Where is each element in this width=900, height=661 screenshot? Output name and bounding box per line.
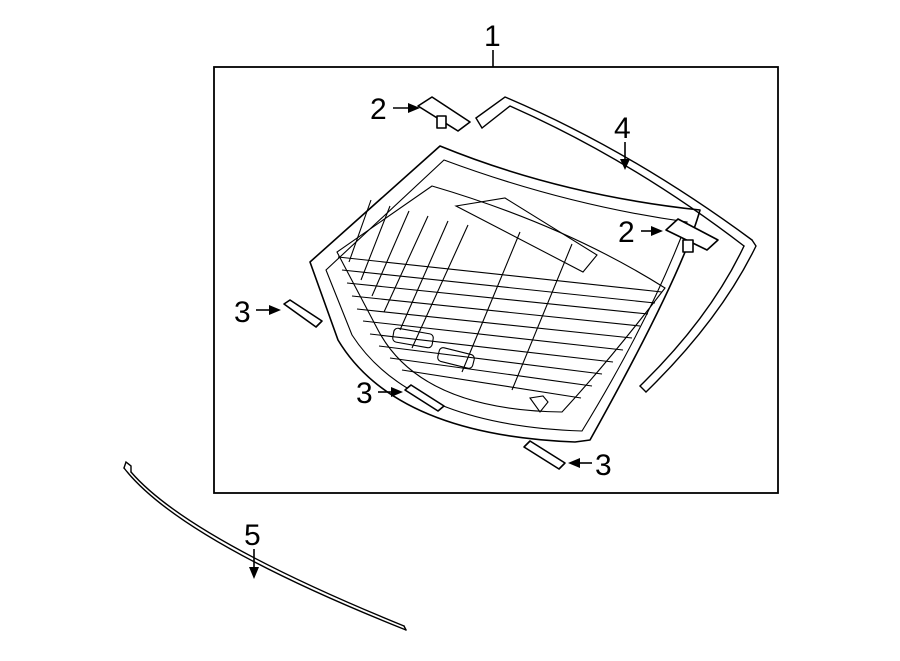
defroster-grid: [337, 199, 663, 399]
rear-window-glass: [309, 145, 701, 443]
lower-molding: [123, 460, 407, 631]
spacer-left: [283, 299, 323, 328]
callout-2-right-label: 2: [618, 216, 635, 249]
callout-3-center-label: 3: [356, 377, 373, 410]
assembly-frame: [213, 66, 779, 494]
brake-light-slot: [454, 197, 598, 273]
callout-3-lower-label: 3: [595, 449, 612, 482]
bracket-left: [417, 96, 471, 132]
spacer-lower: [523, 440, 566, 470]
callout-4-label: 4: [614, 112, 631, 145]
callout-1-label: 1: [484, 20, 501, 53]
callout-3-left-label: 3: [234, 296, 251, 329]
callout-5-label: 5: [244, 519, 261, 552]
spacer-center: [404, 384, 445, 412]
bracket-right: [665, 218, 719, 253]
callout-2-left-label: 2: [370, 93, 387, 126]
